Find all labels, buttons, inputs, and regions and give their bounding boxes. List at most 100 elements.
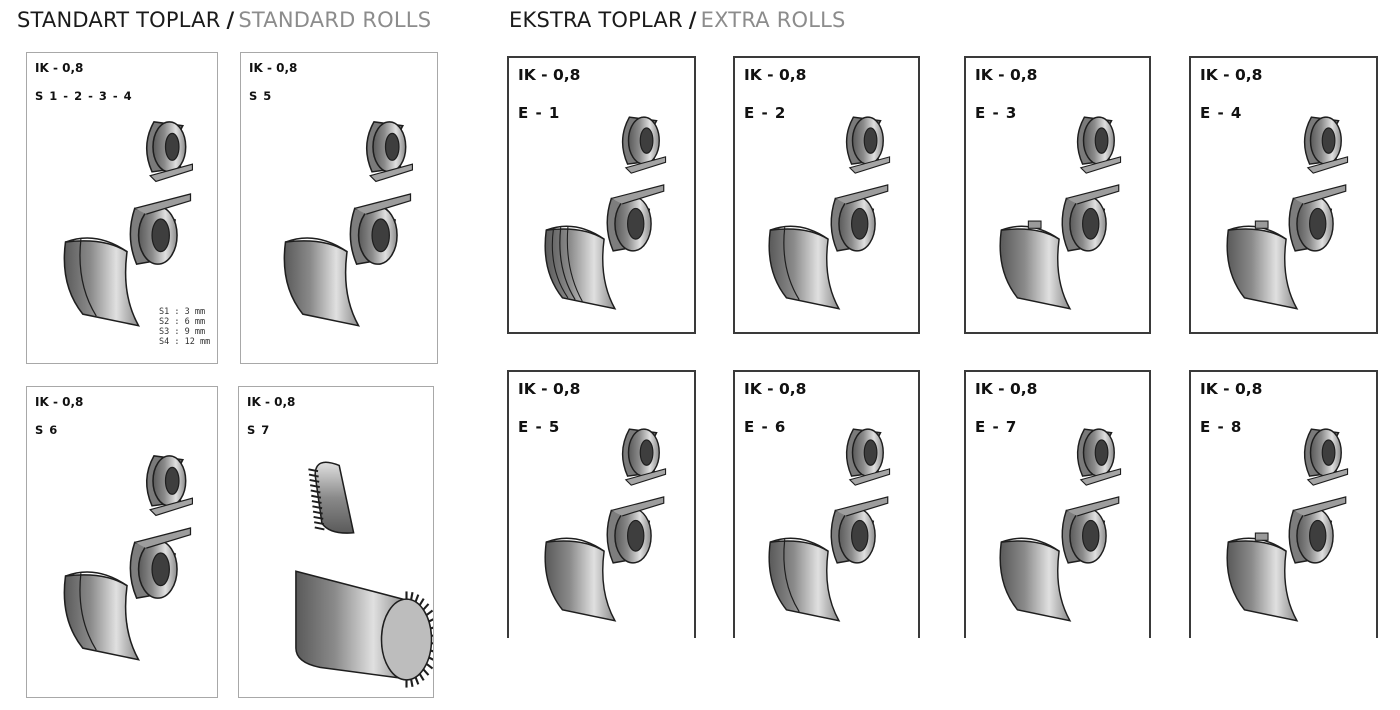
middle-roll-bore [627,519,645,552]
upper-roll-bore [1094,127,1109,154]
roll-assembly [63,455,193,661]
middle-roll-bore [1309,207,1327,240]
lower-roll-groove [783,539,800,613]
upper-roll-bore [863,127,878,154]
roll-diagram [544,428,667,622]
middle-roll-bore [851,207,869,240]
gear-tooth [431,642,433,645]
upper-roll [365,121,413,183]
middle-roll-plate [835,184,889,205]
middle-roll [606,496,665,564]
top-gear-tooth [310,489,321,494]
middle-roll [1061,184,1120,252]
roll-card-code: S 7 [247,423,271,437]
roll-diagram [1226,428,1349,622]
spacer-spec-label: S2 : [159,317,185,327]
gear-tooth [410,592,414,600]
top-gear-tooth [313,515,324,520]
gear-tooth [418,598,425,606]
roll-card-title: IK - 0,8 [975,66,1038,84]
spacer-spec-value: 6 mm [184,317,206,327]
roll-card-title: IK - 0,8 [249,61,298,75]
lower-roll-rim [1000,537,1060,552]
gear-tooth [430,626,433,630]
top-gear-tooth [311,494,322,499]
spacer-spec-row: S4 : 12 mm [159,337,210,347]
upper-roll [1303,428,1349,486]
spacer-spec-label: S3 : [159,327,185,337]
upper-roll-plate [848,156,891,174]
roll-card-title: IK - 0,8 [518,380,581,398]
roll-assembly [283,121,413,327]
roll-card-title: IK - 0,8 [744,66,807,84]
middle-roll [606,184,665,252]
extra-heading-en: EXTRA ROLLS [700,8,846,32]
upper-roll-plate [848,468,891,486]
upper-roll [845,116,891,174]
middle-roll [1288,496,1347,564]
lower-roll-rim [285,237,348,253]
middle-roll-bore [851,519,869,552]
roll-diagram [999,116,1122,310]
middle-roll-bore [1309,519,1327,552]
upper-roll [1303,116,1349,174]
top-gear-tooth [314,526,325,531]
middle-roll-plate [611,496,665,517]
upper-roll-bore [639,439,654,466]
upper-roll-bore [639,127,654,154]
upper-roll-plate [624,468,667,486]
upper-roll-plate [149,163,193,183]
top-gear-tooth [308,468,319,473]
roll-card-code: E - 4 [1200,104,1243,122]
extra-roll-card-3: IK - 0,8 E - 3 [964,56,1151,334]
lower-roll-rim [65,571,128,587]
roll-assembly [63,121,193,327]
roll-diagram [544,116,667,310]
lower-roll-body [283,240,361,327]
middle-roll [129,527,192,600]
lower-roll-groove-3 [566,226,583,302]
upper-roll-plate [1079,156,1122,174]
lower-roll-notch [1254,220,1269,229]
spacer-spec-value: 3 mm [184,307,206,317]
upper-roll [145,455,193,517]
standard-heading-en: STANDARD ROLLS [238,8,432,32]
upper-roll-plate [1079,468,1122,486]
lower-roll-groove-2 [551,228,569,299]
middle-roll [349,193,412,266]
middle-roll [1061,496,1120,564]
upper-roll [1076,428,1122,486]
lower-roll [1226,532,1299,622]
roll-card-code: S 1 - 2 - 3 - 4 [35,89,133,103]
spacer-spec-label: S1 : [159,307,185,317]
upper-roll-plate [624,156,667,174]
lower-roll [63,571,141,661]
middle-roll [1288,184,1347,252]
upper-roll-bore [164,466,180,495]
gear-tooth [425,609,433,617]
roll-card-code: E - 3 [975,104,1018,122]
middle-roll-plate [611,184,665,205]
roll-card-code: E - 1 [518,104,561,122]
spacer-spec-row: S1 : 3 mm [159,307,210,317]
roll-diagram [295,461,433,688]
top-gear-tooth [311,500,322,504]
upper-roll [621,116,667,174]
lower-roll-groove [79,239,97,317]
middle-roll-plate [134,193,192,215]
upper-roll-bore [1321,439,1336,466]
spacer-spec-row: S2 : 6 mm [159,317,210,327]
gear-tooth [422,668,430,676]
roll-assembly [1226,116,1349,310]
middle-roll-plate [1066,184,1120,205]
roll-diagram [63,455,193,661]
roll-card-title: IK - 0,8 [518,66,581,84]
lower-roll-body [1226,228,1299,310]
middle-roll-bore [1082,207,1100,240]
